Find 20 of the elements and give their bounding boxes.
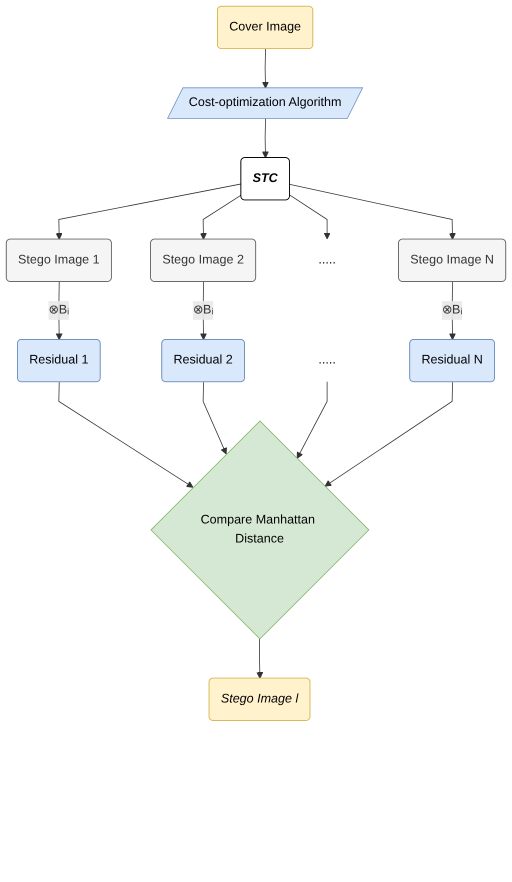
arrow [58,382,194,488]
node-text: ..... [318,253,336,267]
arrow [200,194,242,240]
arrow [289,184,456,240]
arrow [449,281,456,340]
edge-label: ⊗Bᵢ [442,303,462,317]
arrow [262,48,269,88]
arrow [262,118,269,158]
edge-label: ⊗Bᵢ [48,303,70,317]
arrow [289,194,331,240]
node-diamond: Compare Manhattan Distance [150,420,370,640]
arrow [256,638,264,679]
arrow [324,382,453,487]
arrow [56,281,63,340]
edge-label: ⊗Bᵢ [192,303,214,317]
arrow [56,184,242,240]
arrow [200,281,207,340]
arrow [296,381,328,459]
arrow [202,382,227,454]
node-text: ..... [318,354,336,367]
